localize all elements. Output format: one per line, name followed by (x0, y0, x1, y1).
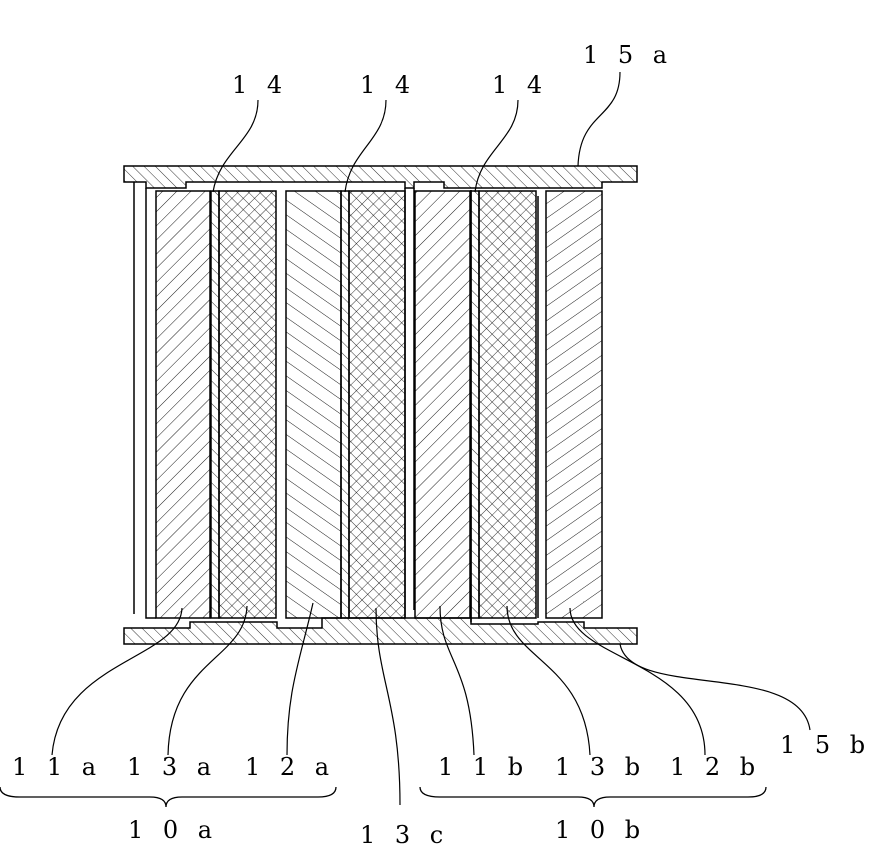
electrode-11a (156, 191, 210, 618)
label-12a: 1 2 a (245, 753, 335, 781)
label-14-right: 1 4 (492, 71, 548, 99)
top-collector-15a (124, 166, 637, 188)
label-14-left: 1 4 (232, 71, 288, 99)
electrolyte-13c (349, 191, 405, 618)
electrode-12a (286, 191, 341, 618)
label-13c: 1 3 c (360, 821, 449, 849)
separator-14-2 (341, 191, 349, 618)
electrolyte-13b (479, 191, 536, 618)
label-10a: 1 0 a (128, 816, 218, 844)
bottom-collector-15b (124, 618, 637, 644)
separator-14-3 (471, 191, 479, 618)
label-11a: 1 1 a (12, 753, 102, 781)
brace-10a (0, 787, 336, 807)
label-10b: 1 0 b (555, 816, 646, 844)
electrode-11b (415, 191, 470, 618)
label-12b: 1 2 b (670, 753, 761, 781)
label-14-middle: 1 4 (360, 71, 416, 99)
label-13b: 1 3 b (555, 753, 646, 781)
label-15a: 1 5 a (583, 41, 673, 69)
label-15b: 1 5 b (780, 731, 871, 759)
electrode-12b (546, 191, 602, 618)
label-11b: 1 1 b (438, 753, 529, 781)
brace-10b (420, 787, 766, 807)
separator-14-1 (211, 191, 219, 618)
electrolyte-13a (219, 191, 276, 618)
label-13a: 1 3 a (127, 753, 217, 781)
